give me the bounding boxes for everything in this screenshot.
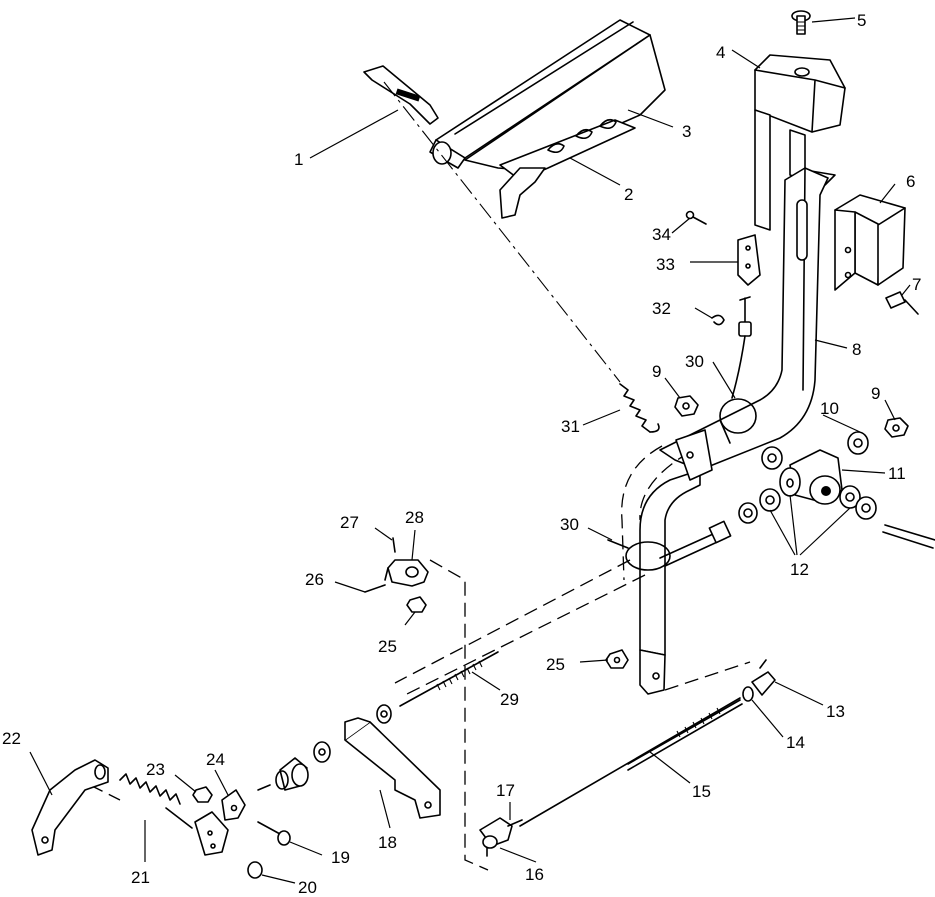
cable-29 (399, 651, 499, 707)
pin-27 (392, 537, 396, 553)
callout-18: 18 (378, 833, 397, 852)
callout-1: 1 (294, 150, 303, 169)
spring-centerline (383, 81, 621, 383)
cable-dashed-routing (394, 559, 646, 696)
callout-22: 22 (2, 729, 21, 748)
pivot-bushing (659, 431, 935, 567)
callout-24: 24 (206, 750, 225, 769)
callout-2: 2 (624, 185, 633, 204)
callout-7: 7 (912, 275, 921, 294)
callout-32: 32 (652, 299, 671, 318)
callout-16: 16 (525, 865, 544, 884)
dashed-link-22 (89, 784, 121, 801)
callout-25-right: 25 (546, 655, 565, 674)
mount-bracket-18 (344, 704, 441, 819)
callout-33: 33 (656, 255, 675, 274)
callout-10: 10 (820, 399, 839, 418)
callout-29: 29 (500, 690, 519, 709)
callout-26: 26 (305, 570, 324, 589)
screw-5 (791, 10, 811, 35)
callout-3: 3 (682, 122, 691, 141)
callout-14: 14 (786, 733, 805, 752)
nut-25-right (605, 649, 629, 669)
ball-joint-16 (479, 817, 513, 857)
callout-27: 27 (340, 513, 359, 532)
plate-24 (194, 789, 246, 856)
nut-14 (742, 686, 754, 702)
callout-23: 23 (146, 760, 165, 779)
rod-17 (507, 819, 523, 827)
callout-15: 15 (692, 782, 711, 801)
callout-12: 12 (790, 560, 809, 579)
dashed-link-vertical (429, 559, 489, 871)
tie-strap-upper (719, 398, 757, 444)
callout-6: 6 (906, 172, 915, 191)
callout-17: 17 (496, 781, 515, 800)
callout-31: 31 (561, 417, 580, 436)
rod-15 (519, 697, 743, 827)
cable-end (731, 296, 752, 399)
callout-5: 5 (857, 11, 866, 30)
spring-31 (619, 383, 660, 433)
top-cover (754, 54, 846, 133)
nut-23 (192, 786, 213, 803)
tie-strap-lower (607, 539, 671, 571)
callout-30-upper: 30 (685, 352, 704, 371)
nut-9-left (674, 395, 699, 417)
callout-11: 11 (888, 464, 906, 483)
spring-21 (119, 773, 193, 829)
shift-lever (621, 109, 836, 695)
nut-25-right-hole (613, 656, 621, 664)
nut-9-right (884, 417, 909, 438)
callout-8: 8 (852, 340, 861, 359)
callout-19: 19 (331, 848, 350, 867)
cap-20 (247, 861, 263, 879)
frame-rail-assembly (363, 19, 666, 219)
callout-20: 20 (298, 878, 317, 897)
callout-30-lower: 30 (560, 515, 579, 534)
nut-9-right-hole (892, 424, 900, 432)
callout-28: 28 (405, 508, 424, 527)
callout-25-left: 25 (378, 637, 397, 656)
clip-32 (711, 314, 725, 326)
nut-9-left-hole (682, 402, 690, 410)
clamp-plate-33 (737, 234, 761, 286)
leader-lines (29, 17, 911, 884)
rod-end-13 (751, 659, 776, 696)
callout-4: 4 (716, 43, 725, 62)
callout-34: 34 (652, 225, 671, 244)
bushing-left (257, 741, 331, 791)
callout-9-right: 9 (871, 384, 880, 403)
lever-22 (31, 759, 109, 856)
bolt-19 (257, 821, 291, 846)
callout-13: 13 (826, 702, 845, 721)
nut-25-left (406, 596, 427, 613)
screw-34 (685, 210, 707, 225)
callout-21: 21 (131, 868, 150, 887)
callout-labels: 1 2 3 4 5 6 7 8 9 9 10 11 12 13 14 15 16… (2, 11, 921, 897)
callout-9-left: 9 (652, 362, 661, 381)
lever-28 (384, 559, 429, 587)
pin-26 (364, 584, 386, 593)
bracket-6 (834, 194, 906, 291)
bolt-7 (885, 291, 919, 315)
dashed-link-13 (664, 661, 751, 691)
